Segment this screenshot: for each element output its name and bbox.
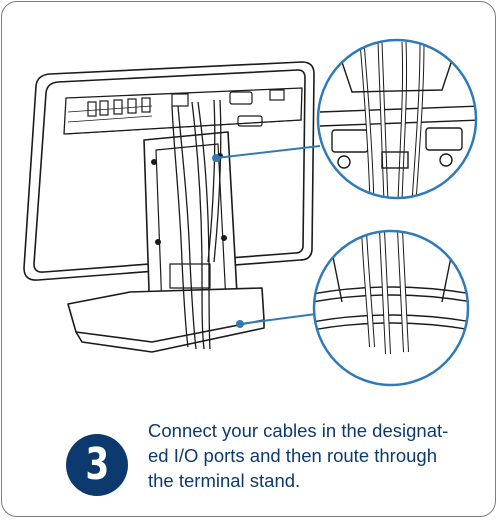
io-ports — [87, 89, 285, 127]
instruction-text: Connect your cables in the designat- ed … — [148, 418, 488, 493]
bottom-detail-callout — [312, 229, 470, 387]
step-number-badge: 3 — [66, 434, 128, 496]
instruction-line-2: ed I/O ports and then route through — [148, 445, 437, 466]
terminal-stand-illustration — [23, 38, 478, 387]
step-number: 3 — [85, 439, 109, 490]
instruction-line-3: the terminal stand. — [148, 470, 301, 491]
cables — [171, 99, 222, 350]
callout-leaders — [212, 145, 321, 328]
top-detail-callout — [316, 38, 478, 200]
instruction-line-1: Connect your cables in the designat- — [148, 420, 449, 441]
